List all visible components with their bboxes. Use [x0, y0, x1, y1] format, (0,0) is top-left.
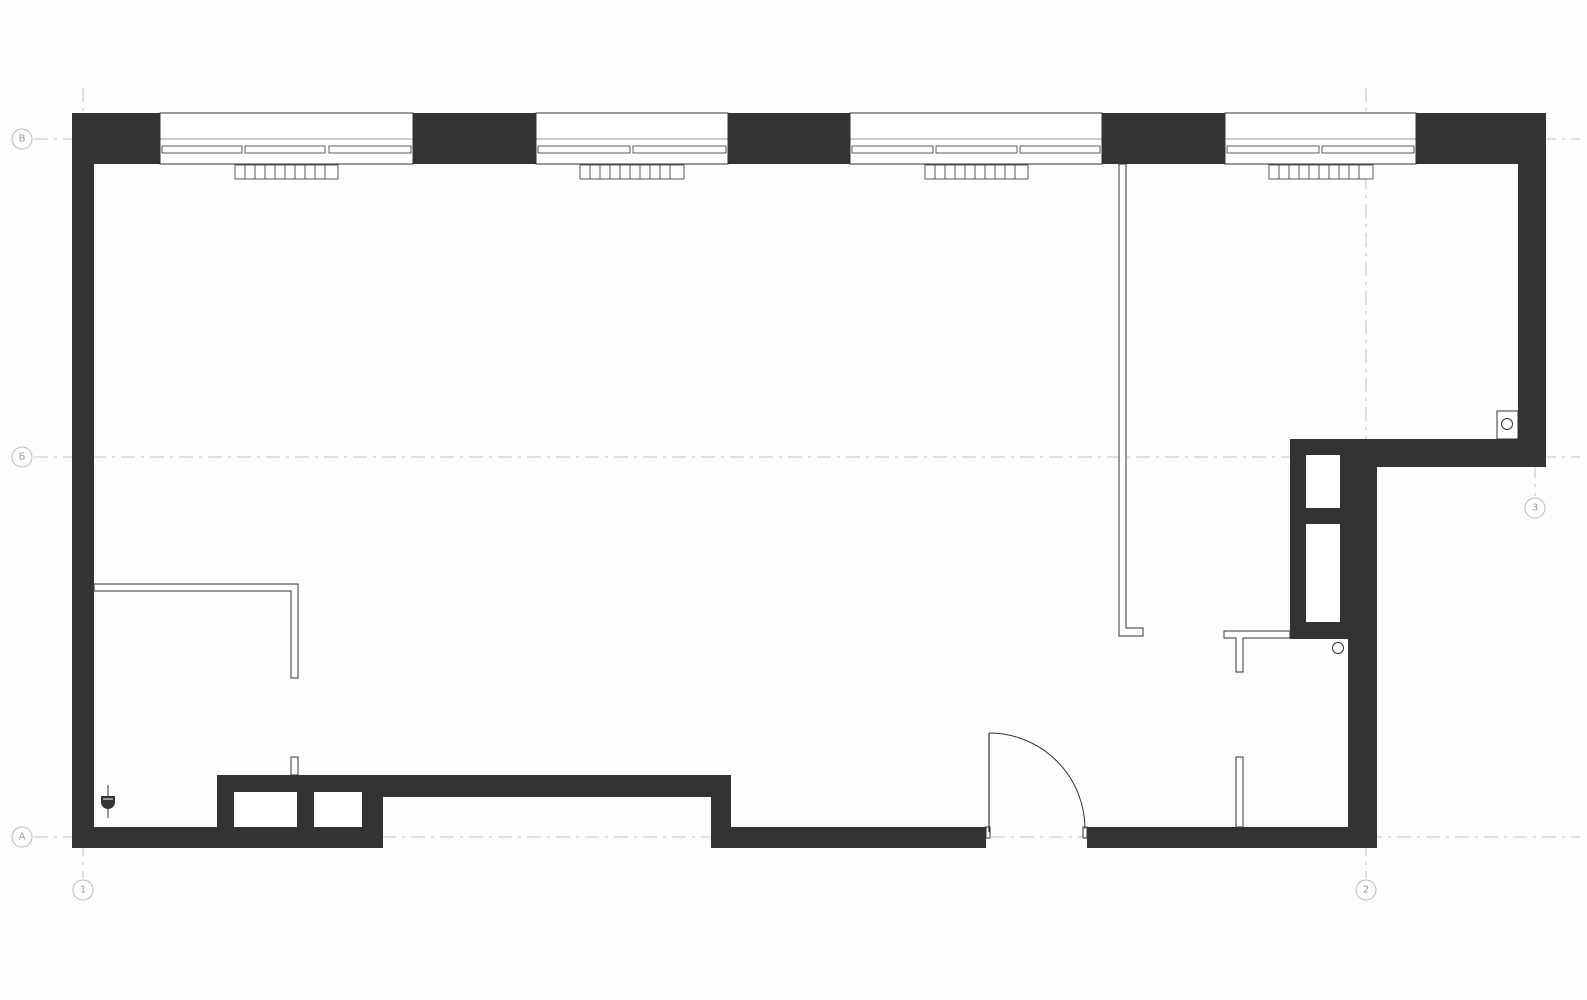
partition-right-stub — [1235, 756, 1244, 828]
radiator-3 — [924, 164, 1029, 180]
axis-bubbles: В Б А 1 2 3 — [11, 128, 1546, 901]
radiator-1 — [234, 164, 339, 180]
niche-bottom-2 — [314, 792, 362, 827]
partition-left-l-shape — [93, 583, 299, 679]
door-swing-icon — [988, 732, 1086, 830]
wall-top-pier-2 — [413, 113, 536, 164]
door-jamb-left — [985, 826, 991, 839]
niche-shaft-2 — [1306, 524, 1340, 622]
radiator-4 — [1268, 164, 1374, 180]
axis-bubble-row-a: А — [11, 826, 33, 848]
radiator-2 — [579, 164, 685, 180]
wall-bottom-middle — [711, 827, 986, 848]
fixtures — [101, 410, 1519, 818]
window-1 — [159, 112, 414, 165]
axis-label-row-v: В — [19, 134, 26, 145]
wall-right-upper — [1518, 113, 1546, 467]
axis-bubble-col-1: 1 — [72, 879, 94, 901]
wall-right-lower — [1348, 439, 1377, 848]
axis-label-row-a: А — [19, 832, 26, 843]
shaft-box — [1496, 410, 1519, 440]
entrance-door — [985, 732, 1088, 839]
radiators — [234, 164, 1374, 180]
window-4 — [1224, 112, 1417, 165]
niche-shaft-1 — [1306, 455, 1340, 508]
niche-bottom-1 — [234, 792, 297, 827]
axis-label-col-2: 2 — [1363, 885, 1369, 896]
wall-left — [72, 113, 94, 848]
partition-left-stub — [290, 756, 299, 776]
partition-center-vertical — [1118, 163, 1144, 637]
riser-pipe-icon — [1332, 642, 1344, 654]
floor-drain-icon — [1501, 418, 1513, 430]
axis-label-col-3: 3 — [1532, 503, 1538, 514]
electrical-socket-icon — [101, 785, 115, 818]
axis-label-row-b: Б — [19, 452, 26, 463]
axis-bubble-col-2: 2 — [1355, 879, 1377, 901]
windows — [159, 112, 1417, 165]
partition-right-t — [1223, 630, 1291, 673]
wall-niches — [234, 455, 1340, 827]
window-3 — [849, 112, 1103, 165]
window-2 — [535, 112, 729, 165]
partitions — [93, 163, 1291, 828]
wall-top-pier-4 — [1102, 113, 1225, 164]
axis-label-col-1: 1 — [80, 885, 86, 896]
wall-top-pier-3 — [728, 113, 850, 164]
axis-bubble-col-3: 3 — [1524, 497, 1546, 519]
wall-bottom-right — [1087, 827, 1377, 848]
axis-bubble-row-v: В — [11, 128, 33, 150]
axis-bubble-row-b: Б — [11, 446, 33, 468]
